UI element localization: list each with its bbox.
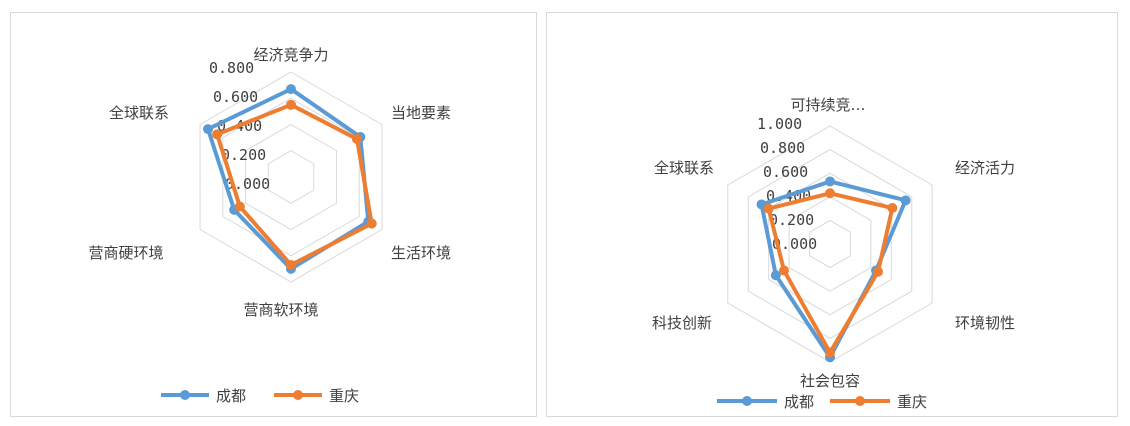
grid-ring-2 [245, 123, 337, 231]
series-point-重庆-0 [286, 99, 296, 110]
series-point-重庆-1 [351, 133, 362, 144]
axis-label-1: 当地要素 [391, 104, 451, 122]
grid-ring-4 [199, 71, 383, 283]
radar-svg-2: 1.0000.8000.6000.4000.2000.000可持续竞…经济活力环… [652, 96, 1015, 411]
axis-label-0: 可持续竞… [790, 96, 865, 114]
tick-label-5: 0.000 [772, 235, 817, 253]
series-point-重庆-4 [779, 265, 790, 276]
tick-label-4: 0.200 [769, 211, 814, 229]
series-point-重庆-5 [212, 129, 223, 140]
axis-label-5: 全球联系 [109, 104, 169, 122]
axis-label-3: 社会包容 [800, 372, 860, 390]
legend-marker-重庆 [293, 390, 303, 400]
series-point-成都-5 [203, 124, 214, 135]
axis-label-4: 科技创新 [652, 314, 712, 332]
tick-label-0: 0.800 [209, 59, 254, 77]
legend-marker-成都 [180, 390, 190, 400]
legend-marker-成都 [742, 396, 752, 406]
grid-ring-1 [809, 219, 851, 269]
axis-label-5: 全球联系 [654, 159, 714, 177]
series-point-重庆-2 [873, 266, 884, 277]
tick-label-1: 0.600 [213, 88, 258, 106]
axis-label-0: 经济竞争力 [253, 46, 328, 64]
series-point-重庆-2 [366, 218, 377, 229]
series-point-重庆-3 [825, 347, 835, 358]
tick-label-3: 0.200 [221, 146, 266, 164]
axis-label-2: 环境韧性 [955, 314, 1015, 332]
radar-svg-1: 0.8000.6000.4000.2000.000经济竞争力当地要素生活环境营商… [88, 46, 451, 405]
tick-label-4: 0.000 [225, 175, 270, 193]
grid-ring-1 [267, 150, 315, 204]
tick-label-2: 0.600 [763, 163, 808, 181]
grid-ring-5 [727, 125, 933, 363]
axis-label-4: 营商硬环境 [88, 244, 163, 262]
series-point-重庆-1 [887, 203, 898, 214]
axis-label-3: 营商软环境 [243, 301, 318, 319]
legend-marker-重庆 [855, 396, 865, 406]
series-point-成都-0 [825, 176, 835, 187]
legend-label-成都: 成都 [216, 387, 246, 405]
series-point-重庆-3 [286, 259, 296, 270]
tick-label-0: 1.000 [757, 115, 802, 133]
series-point-成都-4 [770, 270, 781, 281]
legend-label-重庆: 重庆 [329, 387, 359, 405]
tick-label-1: 0.800 [760, 139, 805, 157]
series-point-重庆-4 [234, 201, 245, 212]
legend-label-重庆: 重庆 [897, 393, 927, 411]
series-point-成都-0 [286, 84, 296, 95]
series-point-重庆-0 [825, 188, 835, 199]
axis-label-2: 生活环境 [391, 244, 451, 262]
series-point-成都-1 [900, 195, 911, 206]
legend-label-成都: 成都 [784, 393, 814, 411]
grid-ring-2 [788, 196, 872, 292]
series-point-重庆-5 [763, 203, 774, 214]
grid-ring-4 [747, 149, 913, 339]
axis-label-1: 经济活力 [955, 159, 1015, 177]
